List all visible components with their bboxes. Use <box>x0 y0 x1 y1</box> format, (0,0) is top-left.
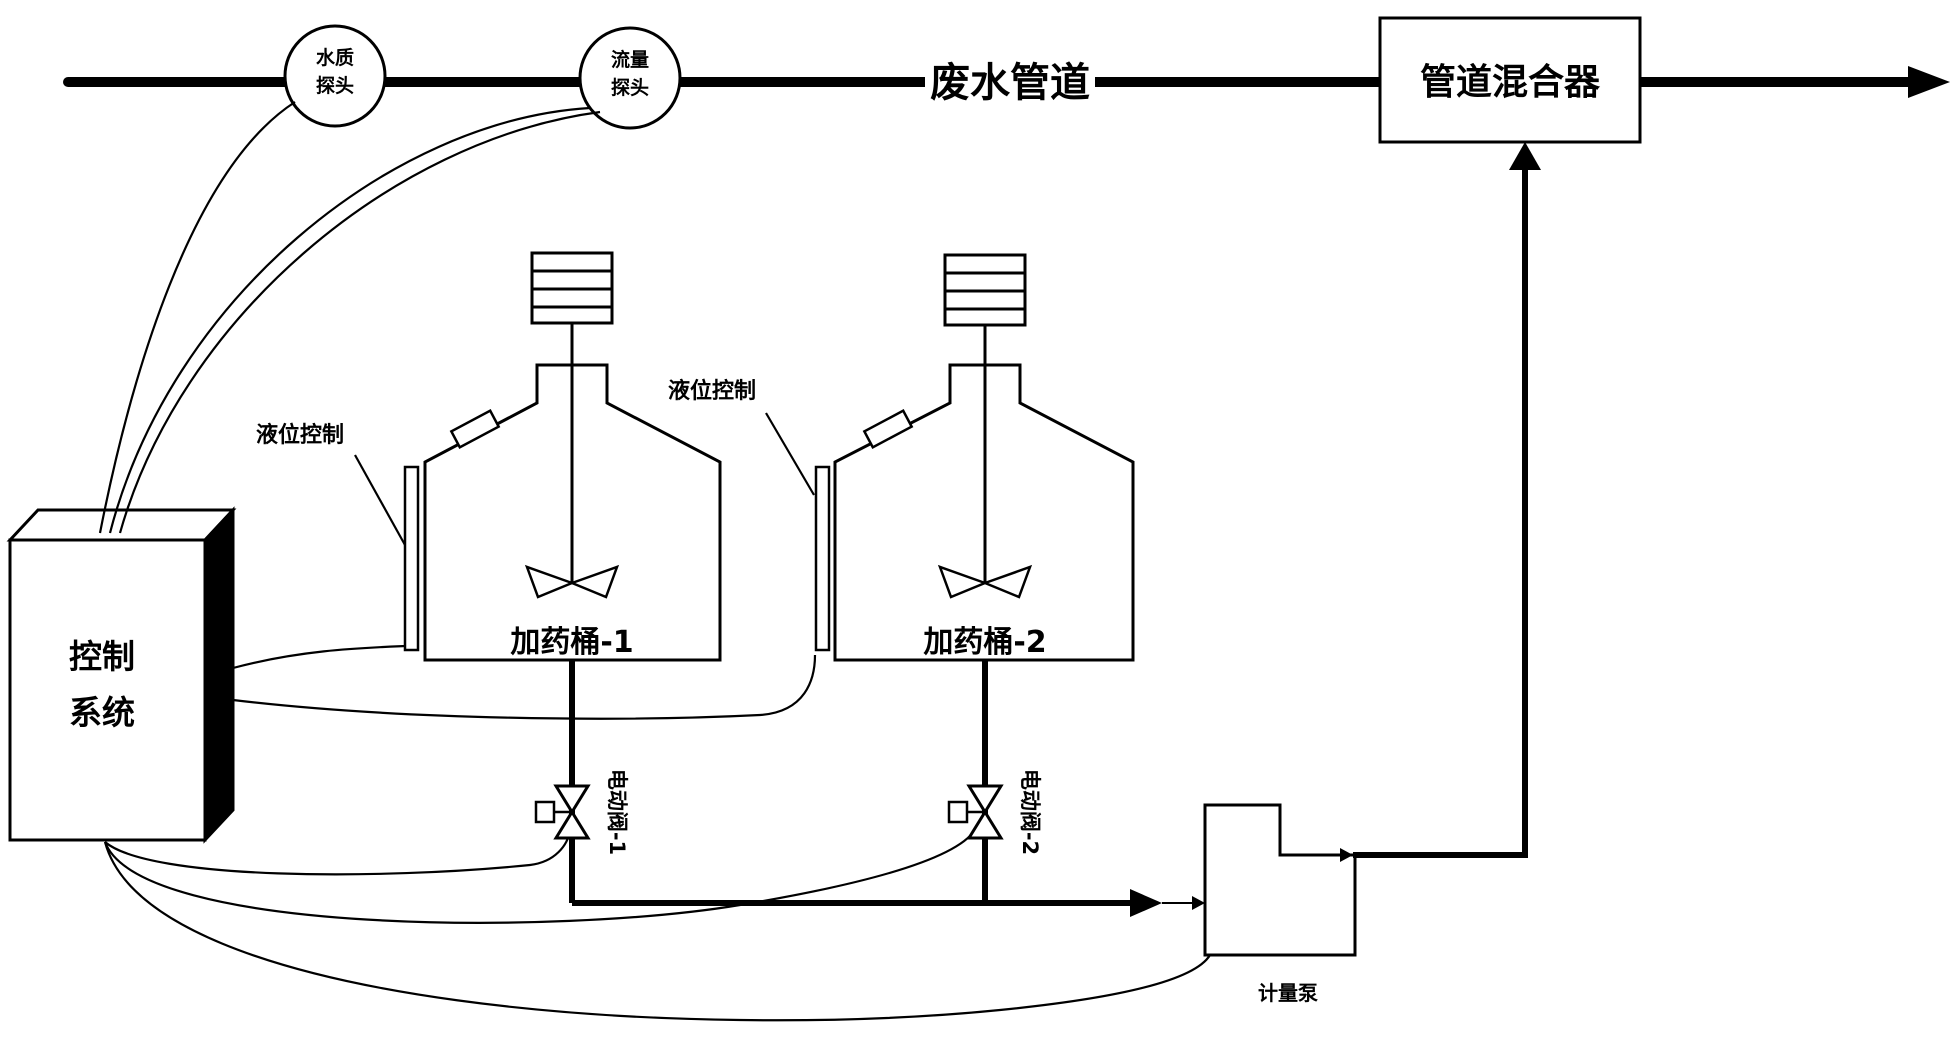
level-control-1-label: 液位控制 <box>256 422 344 448</box>
electric-valve-1-label: 电动阀-1 <box>605 769 629 855</box>
cable-flow-probe-2 <box>118 110 601 534</box>
cable-flow-probe <box>108 106 591 534</box>
level-sensor-2 <box>814 465 831 652</box>
electric-valve-2-label: 电动阀-2 <box>1018 769 1042 855</box>
dosing-tank-1: 加药桶-1 <box>403 251 722 662</box>
water-quality-probe-label-line1: 水质 <box>316 47 354 69</box>
valve-actuator-icon <box>947 800 969 824</box>
metering-pump-label: 计量泵 <box>1258 981 1318 1005</box>
tank-2-hatch-icon <box>862 409 914 449</box>
tank-1-hatch-icon <box>449 409 501 449</box>
metering-pump: 计量泵 <box>1203 803 1357 1005</box>
electric-valve-1: 电动阀-1 <box>534 769 629 855</box>
cable-level-control-1 <box>232 644 406 670</box>
flow-probe: 流量 探头 <box>578 26 682 130</box>
pump-inlet-arrow-icon <box>1192 896 1205 910</box>
level-sensor-1 <box>403 465 420 652</box>
impeller-blade-left-icon <box>937 564 989 599</box>
agitator-motor-icon <box>530 251 614 325</box>
cable-level-control-2 <box>232 654 817 720</box>
cable-electric-valve-1 <box>104 829 572 876</box>
flow-probe-label-line1: 流量 <box>611 48 649 71</box>
dosing-tank-2-label: 加药桶-2 <box>923 625 1046 660</box>
water-quality-probe: 水质 探头 <box>283 24 387 128</box>
level-control-2-label: 液位控制 <box>668 378 756 404</box>
agitator-motor-icon <box>943 253 1027 327</box>
control-system-label-line2: 系统 <box>69 693 135 732</box>
pipe-mixer-label: 管道混合器 <box>1420 62 1601 103</box>
arrow-into-mixer-icon <box>1509 142 1541 170</box>
impeller-blade-left-icon <box>524 564 576 599</box>
impeller-blade-right-icon <box>981 564 1033 599</box>
cable-metering-pump <box>103 841 1211 1022</box>
electric-valve-2: 电动阀-2 <box>947 769 1042 855</box>
pipe-to-mixer <box>1353 160 1528 858</box>
dosing-pipes <box>569 660 1135 906</box>
water-quality-probe-label-line2: 探头 <box>316 75 354 97</box>
control-system-label-line1: 控制 <box>69 637 135 676</box>
level-control-2-leader <box>765 412 815 496</box>
flow-probe-label-line2: 探头 <box>611 77 649 99</box>
dosing-tank-1-label: 加药桶-1 <box>510 625 633 660</box>
pipe-mixer: 管道混合器 <box>1378 16 1642 144</box>
impeller-blade-right-icon <box>568 564 620 599</box>
pump-outlet-arrow-icon <box>1340 848 1353 862</box>
valve-actuator-icon <box>534 800 556 824</box>
flow-arrow-to-pump-icon <box>1130 889 1162 917</box>
signal-cables <box>98 101 1211 1022</box>
cable-electric-valve-2 <box>103 829 976 924</box>
control-system: 控制 系统 <box>6 506 237 844</box>
level-control-1-leader <box>354 454 406 546</box>
dosing-tank-2: 加药桶-2 <box>814 253 1135 662</box>
pipe-outlet-arrow-icon <box>1908 66 1950 98</box>
wastewater-pipe-label: 废水管道 <box>930 60 1090 106</box>
cable-water-quality-probe <box>98 101 296 534</box>
